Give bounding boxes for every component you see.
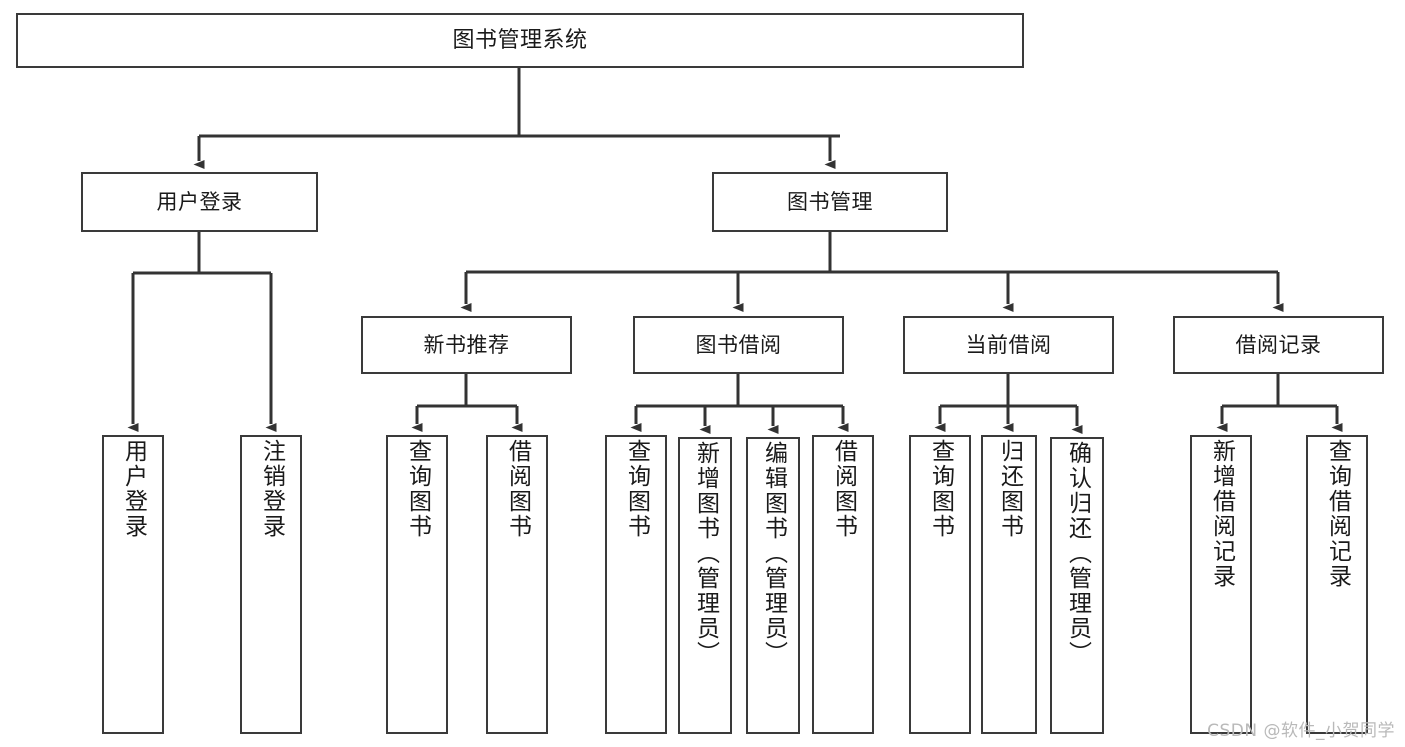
node-label: 归还图书 <box>996 439 1023 539</box>
node-label: 新增图书（管理员） <box>692 441 719 666</box>
node-system-title[interactable]: 图书管理系统 <box>16 13 1024 68</box>
node-leaf-query-book-1[interactable]: 查询图书 <box>386 435 448 734</box>
node-leaf-add-book[interactable]: 新增图书（管理员） <box>678 437 732 734</box>
node-current-borrow[interactable]: 当前借阅 <box>903 316 1114 374</box>
node-leaf-query-book-3[interactable]: 查询图书 <box>909 435 971 734</box>
node-label: 借阅记录 <box>1235 332 1322 357</box>
node-label: 查询借阅记录 <box>1324 439 1351 589</box>
node-label: 查询图书 <box>404 439 431 539</box>
node-label: 当前借阅 <box>965 332 1052 357</box>
node-leaf-borrow-book-1[interactable]: 借阅图书 <box>486 435 548 734</box>
node-label: 借阅图书 <box>830 439 857 539</box>
node-label: 用户登录 <box>120 439 147 539</box>
node-label: 用户登录 <box>156 189 243 214</box>
node-label: 图书借阅 <box>695 332 782 357</box>
node-label: 新增借阅记录 <box>1208 439 1235 589</box>
node-label: 注销登录 <box>258 439 285 539</box>
node-book-management[interactable]: 图书管理 <box>712 172 948 232</box>
node-leaf-borrow-book-2[interactable]: 借阅图书 <box>812 435 874 734</box>
node-label: 编辑图书（管理员） <box>760 441 787 666</box>
node-leaf-confirm-return[interactable]: 确认归还（管理员） <box>1050 437 1104 734</box>
node-leaf-query-book-2[interactable]: 查询图书 <box>605 435 667 734</box>
node-label: 查询图书 <box>927 439 954 539</box>
node-label: 确认归还（管理员） <box>1064 441 1091 666</box>
node-label: 新书推荐 <box>423 332 510 357</box>
node-borrow-record[interactable]: 借阅记录 <box>1173 316 1384 374</box>
node-leaf-add-borrow-record[interactable]: 新增借阅记录 <box>1190 435 1252 734</box>
node-book-borrow[interactable]: 图书借阅 <box>633 316 844 374</box>
node-label: 图书管理系统 <box>452 27 588 53</box>
csdn-watermark: CSDN @软件_小贺同学 <box>1207 721 1395 741</box>
node-label: 查询图书 <box>623 439 650 539</box>
node-new-book-recommend[interactable]: 新书推荐 <box>361 316 572 374</box>
node-label: 图书管理 <box>787 189 873 214</box>
node-leaf-logout-login[interactable]: 注销登录 <box>240 435 302 734</box>
node-leaf-user-login[interactable]: 用户登录 <box>102 435 164 734</box>
node-leaf-return-book[interactable]: 归还图书 <box>981 435 1037 734</box>
node-user-login[interactable]: 用户登录 <box>81 172 318 232</box>
node-label: 借阅图书 <box>504 439 531 539</box>
node-leaf-query-borrow-record[interactable]: 查询借阅记录 <box>1306 435 1368 734</box>
node-leaf-edit-book[interactable]: 编辑图书（管理员） <box>746 437 800 734</box>
